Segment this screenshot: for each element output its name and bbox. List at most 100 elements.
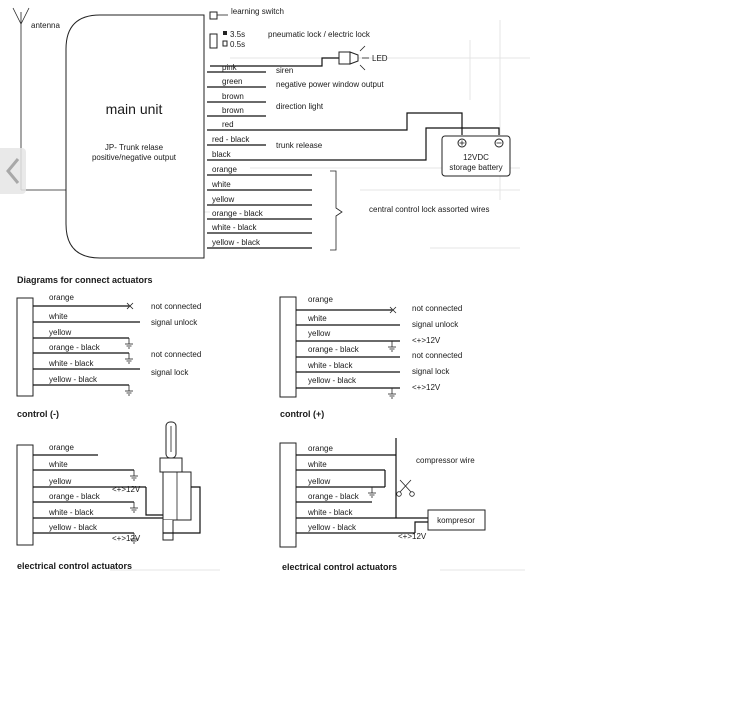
- wire-label-brown-1: brown: [222, 92, 244, 101]
- delay-jumper: [209, 33, 218, 49]
- battery-negative-wire: [266, 127, 500, 161]
- main-unit-wires: [207, 71, 312, 249]
- elec1-connector: [16, 444, 34, 546]
- antenna-label: antenna: [31, 21, 60, 30]
- wire-label-green: green: [222, 77, 242, 86]
- ground-symbols-pos: [388, 341, 396, 399]
- elec2-connector: [279, 442, 297, 548]
- window-output-label: negative power window output: [276, 80, 384, 89]
- jp-label-line2: positive/negative output: [92, 153, 177, 162]
- elec1-caption: electrical control actuators: [17, 561, 132, 571]
- wire-label-red: red: [222, 120, 234, 129]
- door-lock-actuator: [159, 421, 192, 541]
- svg-text:orange - black: orange - black: [49, 492, 101, 501]
- svg-text:yellow - black: yellow - black: [308, 523, 357, 532]
- wire-label-yellow: yellow: [212, 195, 234, 204]
- kompresor-box: [427, 509, 486, 531]
- svg-text:orange: orange: [308, 444, 333, 453]
- chevron-left-icon: [6, 158, 20, 184]
- wire-label-orange: orange: [212, 165, 237, 174]
- compressor-wire-label: compressor wire: [416, 456, 475, 465]
- battery-positive-wire: [266, 112, 463, 135]
- learning-switch-label: learning switch: [231, 7, 284, 16]
- control-neg-wires: [33, 305, 140, 386]
- siren-label: siren: [276, 66, 293, 75]
- elec1-wires: [33, 454, 163, 534]
- delay-35-label: 3.5s: [230, 30, 245, 39]
- svg-text:yellow: yellow: [308, 329, 330, 338]
- neg-signal-lock: signal lock: [151, 368, 189, 377]
- svg-text:white: white: [48, 460, 68, 469]
- elec2-voltage: <+>12V: [398, 532, 427, 541]
- svg-text:white: white: [307, 460, 327, 469]
- svg-text:white: white: [307, 314, 327, 323]
- wire-label-white-black: white - black: [211, 223, 257, 232]
- svg-text:white - black: white - black: [48, 359, 94, 368]
- elec2-caption: electrical control actuators: [282, 562, 397, 572]
- battery-voltage-label: 12VDC: [463, 153, 489, 162]
- svg-text:yellow: yellow: [308, 477, 330, 486]
- previous-image-button[interactable]: [0, 148, 26, 194]
- elec2-wire-labels: orange white yellow orange - black white…: [307, 444, 360, 532]
- control-neg-caption: control (-): [17, 409, 59, 419]
- not-connected-x-neg: [126, 302, 134, 310]
- control-neg-connector: [16, 297, 34, 397]
- svg-text:white - black: white - black: [307, 361, 353, 370]
- not-connected-x-pos: [389, 306, 397, 314]
- wire-label-pink: pink: [222, 63, 238, 72]
- scissors-icon: [396, 479, 415, 497]
- elec1-voltage-1: <+>12V: [112, 485, 141, 494]
- neg-signal-unlock: signal unlock: [151, 318, 198, 327]
- elec1-wire-labels: orange white yellow orange - black white…: [48, 443, 101, 532]
- svg-text:orange: orange: [49, 443, 74, 452]
- jp-label-line1: JP- Trunk relase: [105, 143, 164, 152]
- svg-text:orange - black: orange - black: [308, 492, 360, 501]
- svg-text:yellow - black: yellow - black: [49, 523, 98, 532]
- battery-symbol: [441, 135, 511, 177]
- direction-light-label: direction light: [276, 102, 324, 111]
- pos-signal-unlock: signal unlock: [412, 320, 459, 329]
- battery-label: storage battery: [449, 163, 502, 172]
- svg-text:yellow - black: yellow - black: [308, 376, 357, 385]
- ground-symbols-elec2: [368, 487, 376, 498]
- central-lock-label: central control lock assorted wires: [369, 205, 490, 214]
- kompresor-label: kompresor: [437, 516, 475, 525]
- main-unit-wire-labels: pink green brown brown red red - black b…: [211, 63, 264, 247]
- control-pos-connector: [279, 296, 297, 398]
- elec2-wires: [296, 454, 415, 534]
- wire-label-yellow-black: yellow - black: [212, 238, 261, 247]
- led-label: LED: [372, 54, 388, 63]
- svg-text:orange: orange: [49, 293, 74, 302]
- svg-text:orange - black: orange - black: [308, 345, 360, 354]
- trunk-release-label: trunk release: [276, 141, 323, 150]
- neg-not-connected-1: not connected: [151, 302, 201, 311]
- main-unit-label: main unit: [106, 101, 163, 117]
- wire-label-red-black: red - black: [212, 135, 250, 144]
- pneumatic-label: pneumatic lock / electric lock: [268, 30, 371, 39]
- elec1-voltage-2: <+>12V: [112, 534, 141, 543]
- central-lock-bracket: [330, 170, 343, 251]
- neg-not-connected-2: not connected: [151, 350, 201, 359]
- pos-voltage-2: <+>12V: [412, 383, 441, 392]
- pos-not-connected-2: not connected: [412, 351, 462, 360]
- delay-05-label: 0.5s: [230, 40, 245, 49]
- pos-not-connected-1: not connected: [412, 304, 462, 313]
- main-unit-box: [65, 14, 205, 259]
- pos-signal-lock: signal lock: [412, 367, 450, 376]
- wire-label-white: white: [211, 180, 231, 189]
- svg-text:yellow: yellow: [49, 328, 71, 337]
- svg-text:white - black: white - black: [48, 508, 94, 517]
- ground-symbols-elec1: [130, 470, 138, 544]
- svg-text:yellow - black: yellow - black: [49, 375, 98, 384]
- ground-symbols-neg: [125, 338, 133, 396]
- svg-text:orange - black: orange - black: [49, 343, 101, 352]
- control-pos-caption: control (+): [280, 409, 324, 419]
- wire-label-black: black: [212, 150, 232, 159]
- diagrams-title: Diagrams for connect actuators: [17, 275, 153, 285]
- learning-switch: [209, 11, 218, 20]
- control-pos-wires: [296, 309, 400, 389]
- svg-text:white: white: [48, 312, 68, 321]
- background-scan-lines: [100, 20, 530, 571]
- led-symbol: [210, 45, 369, 71]
